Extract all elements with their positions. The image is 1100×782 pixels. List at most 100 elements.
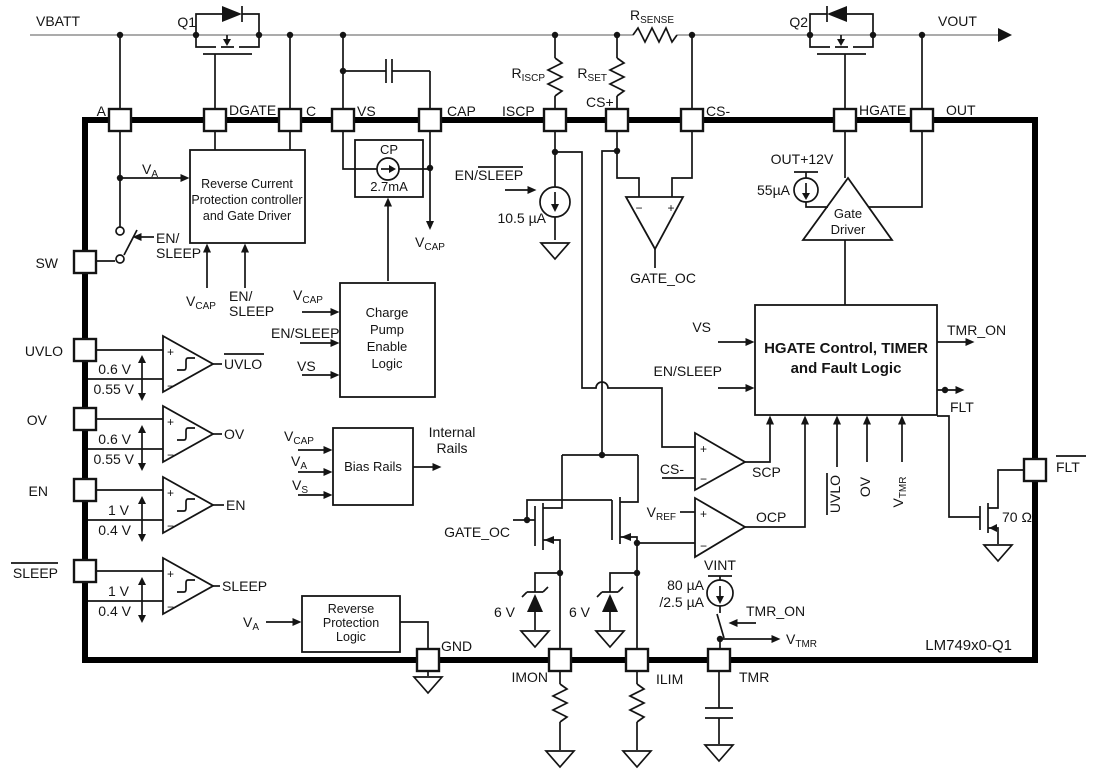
scp-output-label: SCP [752, 464, 781, 480]
pin-en [72, 477, 98, 503]
sleep-th-low: 0.4 V [98, 603, 131, 619]
sw-switch-icon [115, 254, 125, 264]
hctl-uvlo-input-label: UVLO [827, 475, 843, 513]
sw-ensleep-label-line1: EN/ [156, 230, 179, 246]
ocp-minus-sign: − [700, 539, 707, 553]
itmr-value-line2: /2.5 µA [659, 594, 704, 610]
hctl-vs-label: VS [692, 319, 711, 335]
rpl-line1: Reverse [328, 602, 375, 616]
rcp-line2: Protection controller [191, 193, 302, 207]
q1-label: Q1 [177, 14, 196, 30]
pin-ilim-label: ILIM [656, 671, 683, 687]
gateoc-net-label: GATE_OC [444, 524, 510, 540]
cpen-vcap-label: VCAP [293, 287, 323, 306]
pin-imon [547, 647, 573, 673]
en-th-high: 1 V [108, 502, 130, 518]
ground-icon [622, 750, 652, 768]
pin-flt-label: FLT [1056, 459, 1080, 475]
ic-pins [72, 107, 1048, 673]
imon-zener-icon [521, 586, 549, 612]
pin-iscp [542, 107, 568, 133]
uvlo-th-high: 0.6 V [98, 361, 131, 377]
cpen-vs-label: VS [297, 358, 316, 374]
sleep-comparator [162, 556, 215, 616]
uvlo-plus-sign: + [167, 345, 174, 359]
pin-sleep [72, 558, 98, 584]
bias-va-label: VA [291, 453, 307, 472]
sleep-minus-sign: − [167, 600, 174, 614]
pin-imon-label: IMON [511, 669, 548, 685]
device-part-label: LM749x0-Q1 [925, 637, 1012, 654]
pin-tmr [706, 647, 732, 673]
charge-pump-enable-logic-block [339, 282, 436, 398]
itmr-value-line1: 80 µA [667, 577, 705, 593]
hctl-vtmr-input-label: VTMR [890, 476, 909, 507]
wires [88, 35, 1024, 750]
riscp-label: RISCP [512, 65, 546, 84]
reverse-protection-logic-block [301, 595, 401, 653]
scp-minus-sign: − [700, 472, 707, 486]
ilim-zener-icon [596, 586, 624, 612]
pin-cs-minus-label: CS- [706, 103, 730, 119]
pin-sleep-label: SLEEP [13, 565, 58, 581]
ov-comp-output: OV [224, 426, 245, 442]
pin-ov-label: OV [27, 412, 48, 428]
sleep-plus-sign: + [167, 567, 174, 581]
sleep-comp-output: SLEEP [222, 578, 267, 594]
hctl-ov-input-label: OV [857, 476, 873, 497]
cpen-line1: Charge [366, 305, 409, 320]
gateoc-minus-sign: − [635, 201, 642, 215]
uvlo-th-low: 0.55 V [94, 381, 135, 397]
ocp-comparator [694, 496, 747, 559]
tmron-output-label: TMR_ON [947, 322, 1006, 338]
flt-output-label: FLT [950, 399, 974, 415]
ilim-clamp-mosfet-icon [611, 497, 631, 544]
ground-icon [595, 630, 625, 648]
cpen-ensleep-label: EN/SLEEP [271, 325, 339, 341]
rcp-ensleep-label-line2: SLEEP [229, 303, 274, 319]
rcp-line3: and Gate Driver [203, 209, 291, 223]
rcp-line1: Reverse Current [201, 177, 293, 191]
cpen-line2: Pump [370, 322, 404, 337]
vint-label: VINT [704, 557, 736, 573]
sw-switch-icon [115, 226, 125, 236]
pin-hgate [832, 107, 858, 133]
pin-vs [330, 107, 356, 133]
pin-sw [72, 249, 98, 275]
pin-uvlo-label: UVLO [25, 343, 63, 359]
bias-label: Bias Rails [344, 459, 402, 474]
pin-out-label: OUT [946, 102, 976, 118]
scp-plus-sign: + [700, 442, 707, 456]
q2-mosfet-icon [809, 6, 874, 55]
hgate-control-block [754, 304, 938, 416]
pin-gnd-label: GND [441, 638, 472, 654]
gate-oc-comparator [624, 196, 685, 251]
pin-hgate-label: HGATE [859, 102, 906, 118]
pin-iscp-label: ISCP [502, 103, 535, 119]
riscp-resistor-icon [547, 57, 563, 97]
vout-arrow-icon [998, 28, 1012, 42]
sleep-th-high: 1 V [108, 583, 130, 599]
pin-cap [417, 107, 443, 133]
pin-vs-label: VS [357, 103, 376, 119]
ocp-vref-label: VREF [647, 504, 676, 523]
pin-c-label: C [306, 103, 316, 119]
sleep-current-ensleep-sleep: SLEEP [478, 167, 523, 183]
scp-csminus-label: CS- [660, 461, 684, 477]
ilim-zener-value: 6 V [569, 604, 591, 620]
vbatt-rail [30, 25, 1012, 44]
vout-label: VOUT [938, 13, 977, 29]
ov-comparator [162, 404, 215, 464]
flt-mosfet-icon [979, 503, 997, 533]
gateoc-plus-sign: + [667, 201, 674, 215]
scp-comparator [694, 431, 747, 492]
sleep-current-value: 10.5 µA [497, 210, 546, 226]
rset-label: RSET [577, 65, 607, 84]
pin-cap-label: CAP [447, 103, 476, 119]
gateoc-output-label: GATE_OC [630, 270, 696, 286]
en-plus-sign: + [167, 486, 174, 500]
function-blocks [162, 139, 938, 653]
imon-clamp-mosfet-icon [534, 503, 554, 550]
en-comp-output: EN [226, 497, 245, 513]
ground-icon [413, 676, 443, 694]
